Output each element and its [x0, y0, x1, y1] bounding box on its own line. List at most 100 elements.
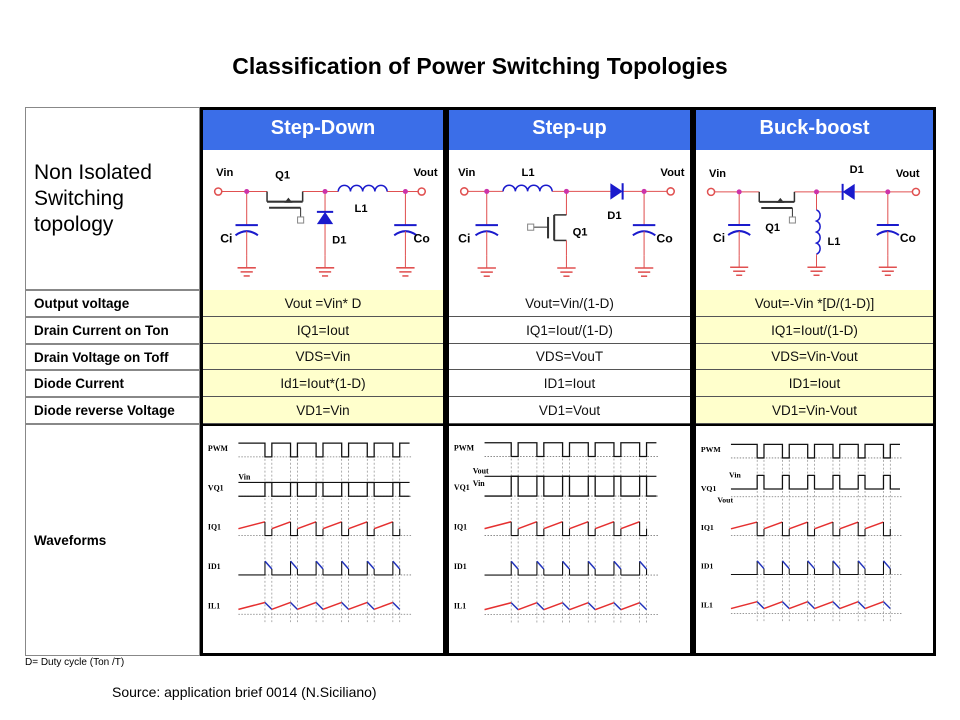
cell-value: Vout =Vin* D	[200, 290, 446, 317]
iq1-off	[289, 521, 298, 537]
ground-icon	[237, 255, 256, 277]
non-isolated-header: Non Isolated Switching topology	[25, 107, 200, 290]
ground-icon	[878, 255, 897, 276]
capacitor-ci: Ci	[713, 191, 751, 276]
id1-off	[814, 560, 834, 576]
column-header-buck-boost: Buck-boost	[693, 107, 936, 150]
il1-rise	[730, 601, 758, 610]
iq1-off	[587, 521, 596, 537]
iq1-ramp	[569, 521, 589, 530]
il1-rise	[814, 601, 834, 610]
level-vout: Vout	[473, 466, 489, 475]
d1-label: D1	[850, 164, 864, 176]
il1-fall	[807, 601, 816, 610]
id1-decay	[341, 560, 350, 570]
terminal-icon	[911, 187, 921, 197]
signal-label-id1: ID1	[701, 562, 714, 571]
il1-rise	[373, 601, 394, 611]
q1-label: Q1	[275, 169, 290, 181]
iq1-ramp	[620, 521, 640, 530]
id1-off	[297, 561, 317, 576]
il1-fall	[392, 601, 401, 610]
d1-label: D1	[607, 210, 621, 222]
id1-decay	[639, 560, 648, 570]
id1-decay	[587, 560, 596, 570]
il1-rise	[517, 602, 538, 611]
iq1-ramp	[348, 521, 368, 530]
vq1-trace	[238, 481, 410, 497]
topology-table: Non Isolated Switching topology Output v…	[25, 107, 936, 656]
iq1-off	[832, 522, 841, 537]
l1-label: L1	[355, 203, 368, 215]
id1-decay	[315, 560, 324, 570]
id1-off	[374, 561, 394, 576]
iq1-off	[366, 521, 375, 537]
terminal-icon	[706, 187, 716, 197]
il1-fall	[562, 602, 571, 611]
iq1-ramp	[373, 521, 394, 530]
q1-label: Q1	[573, 226, 588, 238]
id1-off	[595, 561, 615, 576]
signal-label-iq1: IQ1	[208, 523, 221, 532]
iq1-off	[639, 521, 648, 537]
co-label: Co	[656, 231, 672, 245]
node-dot	[736, 189, 742, 195]
il1-fall	[366, 601, 375, 610]
q1-label: Q1	[765, 222, 780, 234]
vin-label: Vin	[216, 167, 233, 179]
ci-label: Ci	[458, 231, 470, 245]
il1-rise	[620, 602, 640, 611]
il1-fall	[756, 601, 765, 610]
id1-off	[730, 560, 758, 576]
id1-off	[839, 560, 859, 576]
iq1-ramp	[271, 521, 291, 530]
signal-label-vq1: VQ1	[454, 483, 470, 492]
il1-rise	[864, 601, 884, 610]
il1-fall	[639, 602, 648, 611]
iq1-off	[857, 522, 866, 537]
mosfet-q1-icon	[527, 214, 567, 242]
il1-fall	[510, 602, 519, 611]
vout-label: Vout	[660, 167, 684, 179]
il1-rise	[569, 602, 589, 611]
pwm-trace	[484, 442, 657, 458]
il1-fall	[290, 601, 298, 610]
terminal-icon	[666, 187, 675, 196]
iq1-off	[756, 522, 765, 537]
mosfet-q1-icon	[266, 191, 305, 224]
capacitor-co: Co	[876, 191, 916, 276]
iq1-ramp	[864, 521, 884, 530]
id1-off	[569, 561, 589, 576]
iq1-ramp	[788, 521, 808, 530]
cell-value: Vout=-Vin *[D/(1-D)]	[693, 290, 936, 317]
id1-decay	[613, 560, 622, 570]
iq1-ramp	[238, 521, 266, 530]
diode-d1-icon	[316, 210, 334, 225]
capacitor-co: Co	[632, 191, 673, 277]
il1-fall	[613, 602, 622, 611]
iq1-off	[882, 522, 891, 537]
co-label: Co	[414, 231, 430, 245]
vout-label: Vout	[414, 167, 438, 179]
iq1-off	[264, 521, 273, 537]
capacitor-ci: Ci	[458, 191, 499, 277]
footnote: D= Duty cycle (Ton /T)	[25, 657, 125, 668]
vq1-trace	[484, 475, 657, 497]
cell-value: Vout=Vin/(1-D)	[446, 290, 693, 317]
il1-fall	[264, 601, 273, 610]
iq1-off	[613, 521, 622, 537]
terminal-icon	[417, 187, 427, 196]
source-note: Source: application brief 0014 (N.Sicili…	[112, 684, 377, 700]
iq1-ramp	[297, 521, 317, 530]
iq1-off	[807, 522, 816, 537]
id1-off	[620, 561, 641, 576]
ground-icon	[315, 255, 335, 277]
node-dot	[484, 188, 490, 194]
il1-rise	[594, 602, 615, 611]
iq1-off	[562, 521, 571, 537]
iq1-ramp	[517, 521, 538, 530]
